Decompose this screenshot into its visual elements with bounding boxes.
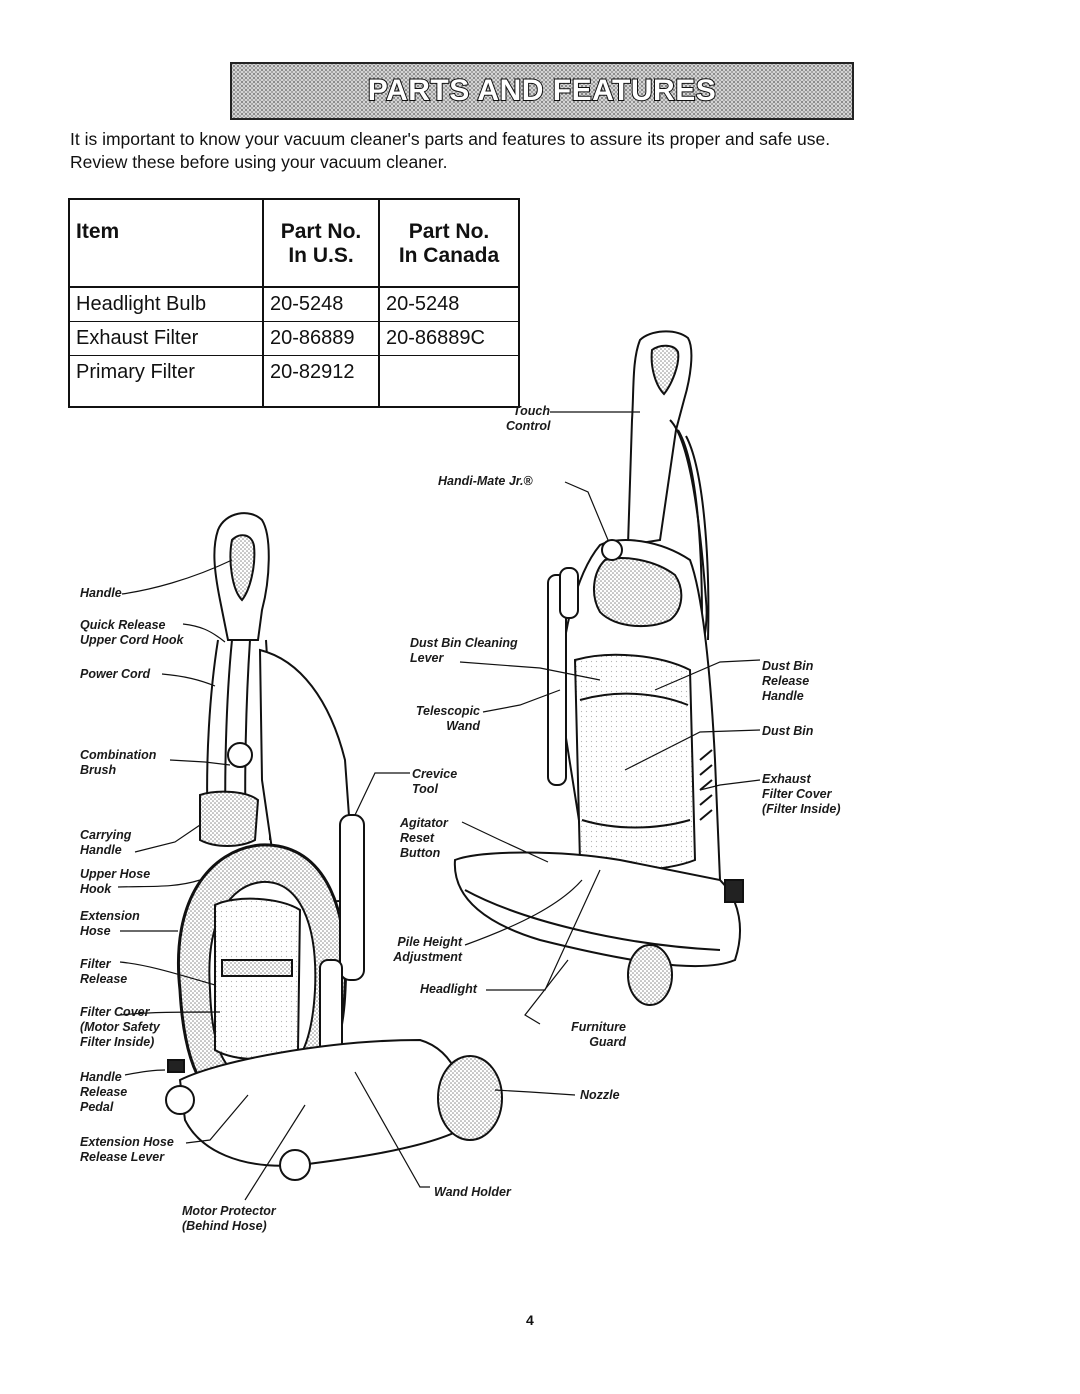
label-line: Wand: [446, 719, 480, 733]
label-handle: Handle: [80, 586, 122, 600]
label-line: Handle: [80, 1070, 122, 1084]
label-line: Hose: [80, 924, 111, 938]
label-line: Furniture: [571, 1020, 626, 1034]
row-part-canada: 20-5248: [378, 287, 520, 322]
label-line: Dust Bin Cleaning: [410, 636, 518, 650]
label-motor-protector: Motor Protector (Behind Hose): [182, 1204, 276, 1234]
header-ca-line2: In Canada: [398, 244, 500, 267]
label-combination-brush: Combination Brush: [80, 748, 156, 778]
table-row: Headlight Bulb 20-5248 20-5248: [68, 287, 520, 322]
label-line: Filter Cover: [80, 1005, 150, 1019]
label-carrying-handle: Carrying Handle: [80, 828, 131, 858]
row-part-us: 20-82912: [262, 355, 380, 407]
row-part-canada: 20-86889C: [378, 321, 520, 356]
label-line: Hook: [80, 882, 112, 896]
label-line: Guard: [589, 1035, 626, 1049]
label-line: Release: [762, 674, 810, 688]
label-line: Release: [80, 972, 128, 986]
label-agitator-reset-button: Agitator Reset Button: [400, 816, 448, 861]
title-banner: PARTS AND FEATURES: [230, 62, 854, 120]
label-line: Filter: [80, 957, 111, 971]
label-line: Handle: [80, 843, 122, 857]
label-telescopic-wand: Telescopic Wand: [404, 704, 480, 734]
label-extension-hose: Extension Hose: [80, 909, 140, 939]
page-title: PARTS AND FEATURES: [367, 73, 717, 108]
label-line: Extension: [80, 909, 140, 923]
label-headlight: Headlight: [420, 982, 477, 996]
label-line: Adjustment: [393, 950, 462, 964]
row-part-us: 20-86889: [262, 321, 380, 356]
label-crevice-tool: Crevice Tool: [412, 767, 457, 797]
label-wand-holder: Wand Holder: [434, 1185, 511, 1199]
left-vacuum: [165, 512, 503, 1181]
header-us-line2: In U.S.: [288, 244, 354, 267]
label-line: Extension Hose: [80, 1135, 174, 1149]
row-item: Exhaust Filter: [68, 321, 264, 356]
label-line: Lever: [410, 651, 444, 665]
label-line: Filter Cover: [762, 787, 832, 801]
label-line: Dust Bin: [762, 659, 814, 673]
row-part-canada: [378, 355, 520, 407]
label-line: Agitator: [400, 816, 448, 830]
label-line: (Behind Hose): [182, 1219, 267, 1233]
label-line: Release Lever: [80, 1150, 165, 1164]
label-line: Exhaust: [762, 772, 811, 786]
label-line: Combination: [80, 748, 157, 762]
page-number: 4: [526, 1312, 534, 1328]
label-touch-control: Touch Control: [506, 404, 550, 434]
parts-table: Item Part No. In U.S. Part No. In Canada…: [68, 198, 520, 408]
label-power-cord: Power Cord: [80, 667, 151, 681]
label-line: Button: [400, 846, 441, 860]
row-item: Headlight Bulb: [68, 287, 264, 322]
label-line: Release: [80, 1085, 128, 1099]
label-line: Motor Protector: [182, 1204, 276, 1218]
label-handle-release-pedal: Handle Release Pedal: [80, 1070, 127, 1115]
right-vacuum: [453, 330, 744, 1006]
label-filter-release: Filter Release: [80, 957, 127, 987]
label-line: (Filter Inside): [762, 802, 841, 816]
table-row: Primary Filter 20-82912: [68, 355, 520, 407]
label-line: Control: [506, 419, 551, 433]
label-line: Carrying: [80, 828, 132, 842]
label-line: Touch: [512, 404, 550, 418]
header-ca-line1: Part No.: [408, 220, 490, 243]
label-nozzle: Nozzle: [580, 1088, 620, 1102]
label-line: Handle: [762, 689, 804, 703]
label-pile-height-adjustment: Pile Height Adjustment: [382, 935, 462, 965]
header-item: Item: [68, 199, 264, 288]
table-row: Exhaust Filter 20-86889 20-86889C: [68, 321, 520, 356]
header-part-no-us: Part No. In U.S.: [262, 199, 380, 288]
label-line: Telescopic: [415, 704, 480, 718]
label-line: (Motor Safety: [80, 1020, 160, 1034]
label-line: Brush: [80, 763, 117, 777]
label-filter-cover: Filter Cover (Motor Safety Filter Inside…: [80, 1005, 160, 1050]
intro-paragraph: It is important to know your vacuum clea…: [70, 129, 831, 172]
label-upper-hose-hook: Upper Hose Hook: [80, 867, 150, 897]
label-line: Tool: [412, 782, 438, 796]
header-us-line1: Part No.: [280, 220, 362, 243]
label-exhaust-filter-cover: Exhaust Filter Cover (Filter Inside): [762, 772, 840, 817]
label-dust-bin-release-handle: Dust Bin Release Handle: [762, 659, 813, 704]
label-dust-bin: Dust Bin: [762, 724, 814, 738]
label-line: Crevice: [412, 767, 458, 781]
table-header-row: Item Part No. In U.S. Part No. In Canada: [68, 199, 520, 288]
label-handi-mate: Handi-Mate Jr.®: [438, 474, 533, 488]
label-line: Reset: [400, 831, 435, 845]
label-furniture-guard: Furniture Guard: [544, 1020, 626, 1050]
row-part-us: 20-5248: [262, 287, 380, 322]
label-line: Pile Height: [397, 935, 462, 949]
label-line: Pedal: [80, 1100, 114, 1114]
row-item: Primary Filter: [68, 355, 264, 407]
label-line: Upper Cord Hook: [80, 633, 184, 647]
leader-lines: [117, 411, 761, 1201]
label-line: Upper Hose: [80, 867, 151, 881]
header-part-no-canada: Part No. In Canada: [378, 199, 520, 288]
label-dust-bin-cleaning-lever: Dust Bin Cleaning Lever: [410, 636, 518, 666]
label-extension-hose-release-lever: Extension Hose Release Lever: [80, 1135, 174, 1165]
label-line: Filter Inside): [80, 1035, 155, 1049]
label-quick-release-hook: Quick Release Upper Cord Hook: [80, 618, 183, 648]
header-item-label: Item: [76, 220, 120, 243]
label-line: Quick Release: [80, 618, 166, 632]
